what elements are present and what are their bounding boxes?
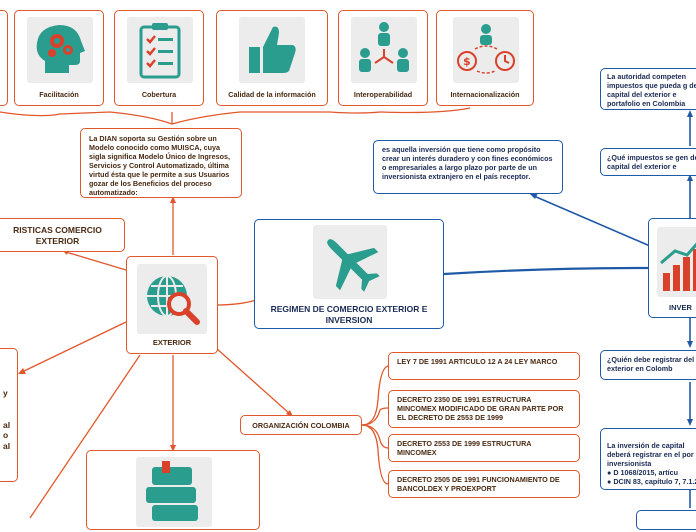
dian-muisca-text: La DIAN soporta su Gestión sobre un Mode… bbox=[89, 134, 230, 197]
organizacion-colombia-node[interactable]: ORGANIZACIÓN COLOMBIA bbox=[240, 415, 362, 435]
people-network-icon bbox=[351, 17, 417, 83]
left-partial-a: y bbox=[3, 387, 8, 398]
law-item-2[interactable]: DECRETO 2350 DE 1991 ESTRUCTURA MINCOMEX… bbox=[388, 390, 580, 428]
right-note-text: ¿Qué impuestos se gen de capital del ext… bbox=[607, 153, 696, 171]
dian-muisca-note[interactable]: La DIAN soporta su Gestión sobre un Mode… bbox=[80, 128, 242, 198]
center-regimen-node[interactable]: REGIMEN DE COMERCIO EXTERIOR E INVERSION bbox=[254, 219, 444, 329]
law-text: LEY 7 DE 1991 ARTICULO 12 A 24 LEY MARCO bbox=[397, 357, 558, 366]
caracteristicas-label: RISTICAS COMERCIO EXTERIOR bbox=[13, 225, 102, 246]
head-gears-icon bbox=[27, 17, 93, 83]
law-item-1[interactable]: LEY 7 DE 1991 ARTICULO 12 A 24 LEY MARCO bbox=[388, 352, 580, 380]
tile-interoperabilidad[interactable]: Interoperabilidad bbox=[338, 10, 428, 106]
airplane-icon bbox=[313, 225, 387, 299]
growth-chart-icon bbox=[657, 227, 696, 297]
exterior-label: EXTERIOR bbox=[152, 338, 192, 347]
law-text: DECRETO 2553 DE 1999 ESTRUCTURA MINCOMEX bbox=[397, 439, 532, 457]
left-partial-b: al o al bbox=[3, 419, 11, 451]
center-title: REGIMEN DE COMERCIO EXTERIOR E INVERSION bbox=[270, 304, 428, 325]
right-note-partial[interactable] bbox=[636, 510, 696, 530]
law-item-3[interactable]: DECRETO 2553 DE 1999 ESTRUCTURA MINCOMEX bbox=[388, 434, 580, 462]
tile-calidad[interactable]: Calidad de la información bbox=[216, 10, 328, 106]
caracteristicas-node[interactable]: RISTICAS COMERCIO EXTERIOR bbox=[0, 218, 125, 252]
legal-books-node[interactable] bbox=[86, 450, 260, 530]
inversion-node[interactable]: INVER bbox=[648, 218, 696, 318]
exterior-node[interactable]: EXTERIOR bbox=[126, 256, 218, 354]
right-note-impuestos[interactable]: ¿Qué impuestos se gen de capital del ext… bbox=[600, 148, 696, 176]
tile-label: Cobertura bbox=[141, 90, 177, 99]
tile-label: Internacionalización bbox=[450, 90, 520, 99]
thumbs-up-icon bbox=[239, 17, 305, 83]
left-partial-node[interactable]: y al o al bbox=[0, 348, 18, 482]
organizacion-label: ORGANIZACIÓN COLOMBIA bbox=[252, 421, 350, 430]
inversion-definition[interactable]: es aquella inversión que tiene como prop… bbox=[373, 140, 563, 194]
tile-internacionalizacion[interactable]: $ Internacionalización bbox=[436, 10, 534, 106]
tile-facilitacion[interactable]: Facilitación bbox=[14, 10, 104, 106]
tile-label: Facilitación bbox=[39, 90, 79, 99]
connector-lines bbox=[0, 107, 693, 519]
right-note-registro[interactable]: La inversión de capital deberá registrar… bbox=[600, 428, 696, 490]
tile-label: Calidad de la información bbox=[228, 90, 316, 99]
right-note-registrar[interactable]: ¿Quién debe registrar del exterior en Co… bbox=[600, 350, 696, 380]
globe-search-icon bbox=[137, 264, 207, 334]
money-cycle-icon: $ bbox=[453, 17, 519, 83]
tile-label: Interoperabilidad bbox=[353, 90, 413, 99]
right-note-autoridad[interactable]: La autoridad competen impuestos que pued… bbox=[600, 68, 696, 110]
partial-tile[interactable] bbox=[0, 10, 8, 106]
books-icon bbox=[136, 457, 212, 527]
right-note-text: La autoridad competen impuestos que pued… bbox=[607, 72, 696, 108]
inversion-definition-text: es aquella inversión que tiene como prop… bbox=[382, 145, 553, 181]
checklist-icon bbox=[127, 17, 193, 83]
tile-cobertura[interactable]: Cobertura bbox=[114, 10, 204, 106]
law-text: DECRETO 2350 DE 1991 ESTRUCTURA MINCOMEX… bbox=[397, 395, 564, 422]
law-text: DECRETO 2505 DE 1991 FUNCIONAMIENTO DE B… bbox=[397, 475, 560, 493]
law-item-4[interactable]: DECRETO 2505 DE 1991 FUNCIONAMIENTO DE B… bbox=[388, 470, 580, 498]
svg-text:$: $ bbox=[463, 55, 471, 68]
right-note-text: La inversión de capital deberá registrar… bbox=[607, 441, 696, 486]
right-note-text: ¿Quién debe registrar del exterior en Co… bbox=[607, 355, 695, 373]
inversion-label: INVER bbox=[669, 303, 692, 312]
